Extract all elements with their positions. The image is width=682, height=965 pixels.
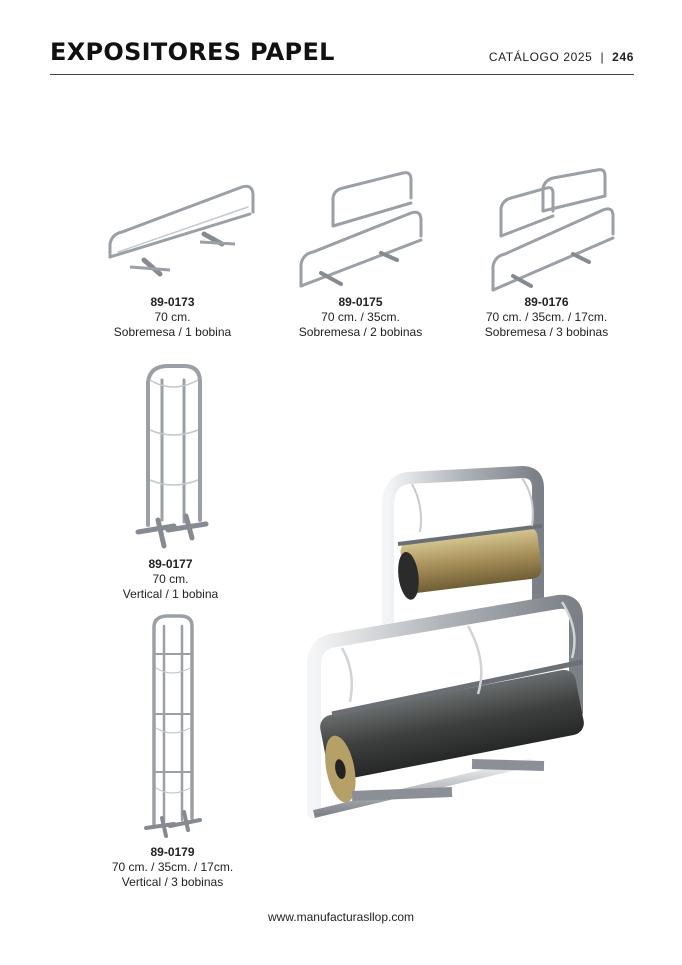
header-divider [50,74,634,75]
product-type: Sobremesa / 1 bobina [113,325,232,339]
footer-url[interactable]: www.manufacturasllop.com [267,910,415,924]
vertical-rack-3-icon [140,612,204,838]
catalog-info: CATÁLOGO 2025|246 [488,50,634,64]
rack-2-rolls-icon [293,168,433,290]
product-size: 70 cm. / 35cm. [321,310,400,324]
product-caption: 89-0173 70 cm. Sobremesa / 1 bobina [100,295,245,340]
rack-1-roll-icon [100,172,265,287]
product-size: 70 cm. / 35cm. / 17cm. [485,310,608,324]
product-size: 70 cm. [154,310,191,324]
page-title: EXPOSITORES PAPEL [50,38,335,66]
product-caption: 89-0177 70 cm. Vertical / 1 bobina [98,557,243,602]
product-caption: 89-0176 70 cm. / 35cm. / 17cm. Sobremesa… [474,295,619,340]
product-type: Vertical / 1 bobina [122,587,219,601]
product-code: 89-0175 [338,295,383,309]
paper-roll-display-photo [292,462,594,834]
page-number: 246 [612,50,634,64]
product-type: Sobremesa / 2 bobinas [298,325,423,339]
rack-3-rolls-icon [485,166,620,294]
catalog-label: CATÁLOGO 2025 [488,50,593,64]
product-caption: 89-0179 70 cm. / 35cm. / 17cm. Vertical … [100,845,245,890]
product-code: 89-0176 [524,295,569,309]
product-caption: 89-0175 70 cm. / 35cm. Sobremesa / 2 bob… [288,295,433,340]
product-type: Vertical / 3 bobinas [121,875,224,889]
product-code: 89-0179 [150,845,195,859]
product-code: 89-0173 [150,295,195,309]
product-size: 70 cm. [152,572,189,586]
product-code: 89-0177 [148,557,193,571]
product-size: 70 cm. / 35cm. / 17cm. [111,860,234,874]
product-type: Sobremesa / 3 bobinas [484,325,609,339]
vertical-rack-icon [128,360,214,552]
